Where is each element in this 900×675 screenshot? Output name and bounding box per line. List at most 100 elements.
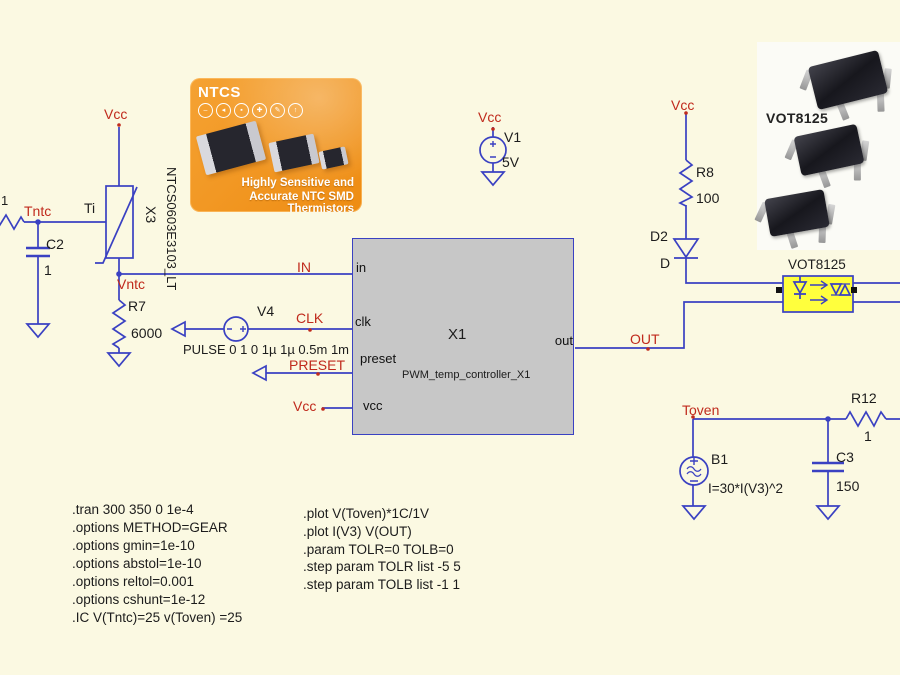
resistor-r8-symbol[interactable] xyxy=(678,159,694,207)
opto-package-photo-3 xyxy=(754,189,836,249)
resistor-r12-symbol[interactable] xyxy=(845,410,887,428)
capacitor-c3-symbol[interactable] xyxy=(812,461,844,473)
opto-package-photo-1 xyxy=(799,49,892,121)
spice-directive[interactable]: .options cshunt=1e-12 xyxy=(72,592,206,607)
net-label-vcc-r8[interactable]: Vcc xyxy=(671,97,695,113)
r12-value[interactable]: 1 xyxy=(864,428,872,444)
feature-icon-6: ↑ xyxy=(288,103,303,118)
spice-directive[interactable]: .options METHOD=GEAR xyxy=(72,520,228,535)
spice-directive[interactable]: .options abstol=1e-10 xyxy=(72,556,202,571)
c3-value[interactable]: 150 xyxy=(836,478,860,494)
capacitor-c2-symbol[interactable] xyxy=(26,246,50,258)
b1-value[interactable]: I=30*I(V3)^2 xyxy=(708,481,784,496)
spice-directive[interactable]: .IC V(Tntc)=25 v(Toven) =25 xyxy=(72,610,243,625)
net-label-vcc-v1[interactable]: Vcc xyxy=(478,109,502,125)
net-label-tntc[interactable]: Tntc xyxy=(24,203,52,219)
vot8125-product-image: VOT8125 xyxy=(754,42,900,250)
edge-resistor-value[interactable]: 1 xyxy=(1,193,9,208)
pin-label-in: in xyxy=(356,260,367,275)
c3-refdes[interactable]: C3 xyxy=(836,449,854,465)
net-label-clk[interactable]: CLK xyxy=(296,310,324,326)
pwm-controller-block[interactable] xyxy=(352,238,574,435)
r7-refdes[interactable]: R7 xyxy=(128,298,146,314)
net-label-out[interactable]: OUT xyxy=(630,331,660,347)
c2-value[interactable]: 1 xyxy=(44,262,52,278)
ground-c2[interactable] xyxy=(25,323,51,339)
smd-chip-large xyxy=(195,120,267,176)
v1-refdes[interactable]: V1 xyxy=(504,129,522,145)
net-label-vcc-x1[interactable]: Vcc xyxy=(293,398,317,414)
r12-refdes[interactable]: R12 xyxy=(851,390,877,406)
opto-symbol-label[interactable]: VOT8125 xyxy=(788,257,846,272)
diode-d2-symbol[interactable] xyxy=(672,238,700,259)
optocoupler-symbol[interactable] xyxy=(776,275,857,313)
r8-refdes[interactable]: R8 xyxy=(696,164,714,180)
net-flag-clk[interactable] xyxy=(170,320,186,338)
b1-refdes[interactable]: B1 xyxy=(711,451,729,467)
spice-directive[interactable]: .options gmin=1e-10 xyxy=(72,538,195,553)
r7-value[interactable]: 6000 xyxy=(131,325,163,341)
vsource-v4-symbol[interactable] xyxy=(223,316,249,342)
v4-value[interactable]: PULSE 0 1 0 1µ 1µ 0.5m 1m xyxy=(183,342,350,357)
x1-refdes[interactable]: X1 xyxy=(448,326,467,343)
ground-c3[interactable] xyxy=(815,505,841,521)
net-label-toven[interactable]: Toven xyxy=(682,402,720,418)
wire-left-branch[interactable] xyxy=(24,127,352,353)
ground-b1[interactable] xyxy=(681,505,707,521)
ntcs-title: NTCS xyxy=(198,84,241,101)
net-label-preset[interactable]: PRESET xyxy=(289,357,346,373)
opto-package-photo-2 xyxy=(784,123,870,189)
spice-directive[interactable]: .plot V(Toven)*1C/1V xyxy=(303,506,430,521)
r8-value[interactable]: 100 xyxy=(696,190,720,206)
smd-chip-small xyxy=(318,146,349,170)
feature-icon-4: ✚ xyxy=(252,103,267,118)
junction-dots xyxy=(35,219,831,422)
feature-icon-2: ◂ xyxy=(216,103,231,118)
wire-r8-branch[interactable] xyxy=(685,114,783,284)
ntcs-tagline-1: Highly Sensitive and xyxy=(241,177,354,189)
pin-label-out: out xyxy=(554,333,573,348)
net-anchor-dots xyxy=(117,111,695,419)
c2-refdes[interactable]: C2 xyxy=(46,236,64,252)
opto-pin-left xyxy=(776,287,782,293)
net-label-in[interactable]: IN xyxy=(297,259,311,275)
d2-refdes[interactable]: D2 xyxy=(650,228,668,244)
x3-refdes[interactable]: X3 xyxy=(143,206,159,224)
pin-label-clk: clk xyxy=(355,314,371,329)
spice-directive[interactable]: .param TOLR=0 TOLB=0 xyxy=(303,542,454,557)
vot8125-photo-label: VOT8125 xyxy=(766,110,829,126)
ntcs-feature-icons: – ◂ ▪ ✚ ✎ ↑ xyxy=(198,103,303,118)
feature-icon-1: – xyxy=(198,103,213,118)
pin-label-vcc: vcc xyxy=(363,398,383,413)
feature-icon-3: ▪ xyxy=(234,103,249,118)
net-label-vcc-thermistor[interactable]: Vcc xyxy=(104,106,128,122)
bsource-b1-symbol[interactable] xyxy=(679,456,709,486)
ntcs-tagline-2: Accurate NTC SMD Thermistors xyxy=(249,191,354,212)
v1-value[interactable]: 5V xyxy=(502,154,520,170)
thermistor-x3-symbol[interactable] xyxy=(95,185,138,264)
ntcs-product-image: NTCS – ◂ ▪ ✚ ✎ ↑ Highly Sensitive and Ac… xyxy=(190,78,362,212)
smd-chip-medium xyxy=(268,133,320,173)
spice-directive[interactable]: .plot I(V3) V(OUT) xyxy=(303,524,412,539)
ground-r7[interactable] xyxy=(106,352,132,368)
x1-model[interactable]: PWM_temp_controller_X1 xyxy=(402,369,531,381)
spice-directive[interactable]: .step param TOLR list -5 5 xyxy=(303,559,461,574)
v4-refdes[interactable]: V4 xyxy=(257,303,275,319)
net-label-vntc[interactable]: Vntc xyxy=(117,276,146,292)
d2-model[interactable]: D xyxy=(660,255,671,271)
wire-out[interactable] xyxy=(575,301,783,349)
wire-oven[interactable] xyxy=(692,418,900,506)
ground-v1[interactable] xyxy=(480,171,506,187)
spice-directive[interactable]: .tran 300 350 0 1e-4 xyxy=(72,502,194,517)
net-flag-preset[interactable] xyxy=(251,364,267,382)
x3-model[interactable]: NTCS0603E3103_LT xyxy=(164,167,179,291)
resistor-r7-symbol[interactable] xyxy=(111,299,127,349)
thermistor-pin-ti[interactable]: Ti xyxy=(84,200,96,216)
spice-directive[interactable]: .step param TOLB list -1 1 xyxy=(303,577,461,592)
resistor-edge-symbol[interactable] xyxy=(0,213,25,231)
feature-icon-5: ✎ xyxy=(270,103,285,118)
spice-directive[interactable]: .options reltol=0.001 xyxy=(72,574,194,589)
wire-opto-right[interactable] xyxy=(853,282,900,303)
